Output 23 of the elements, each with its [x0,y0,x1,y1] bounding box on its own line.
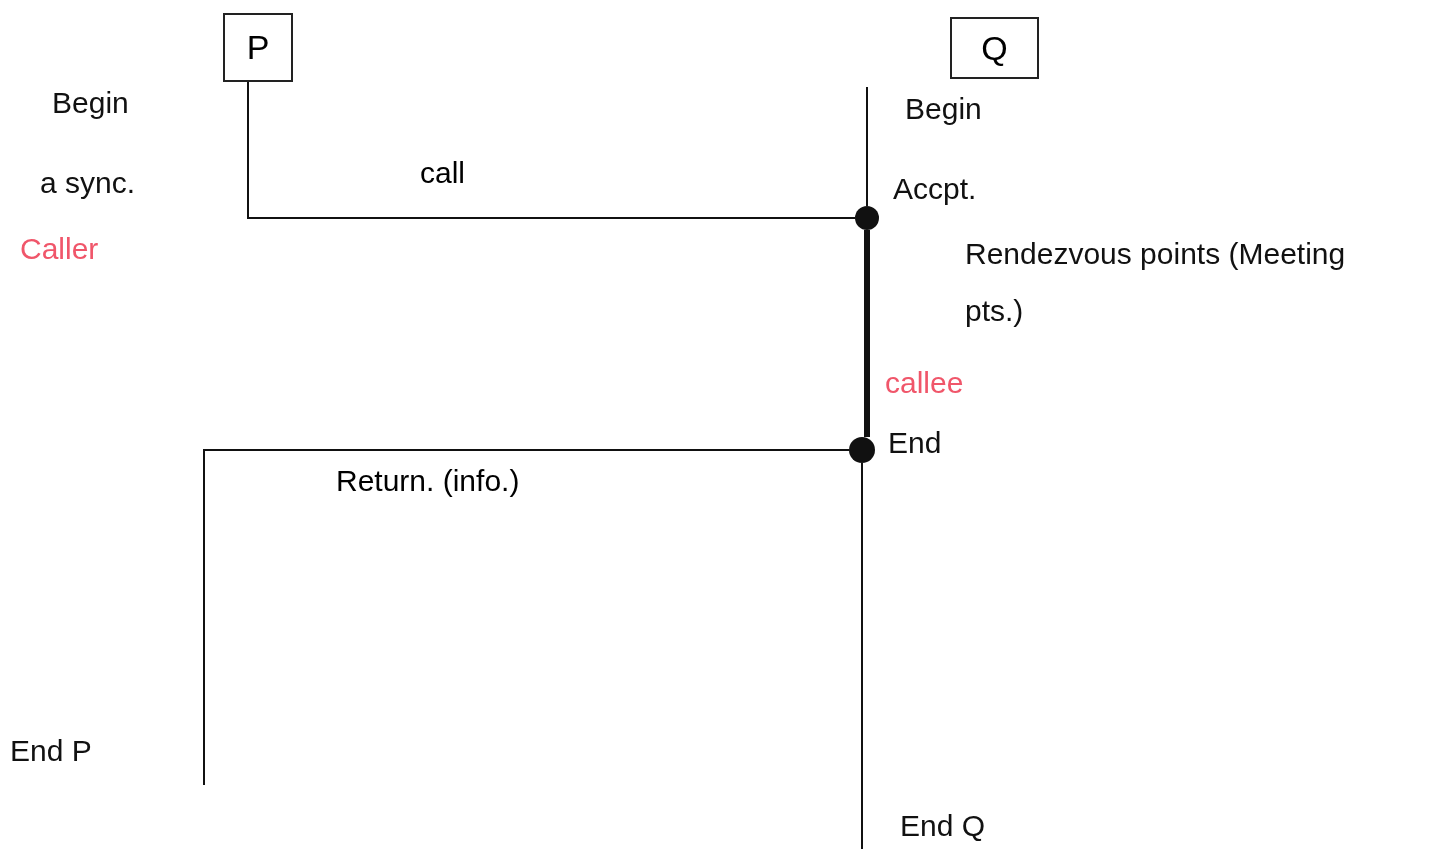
process-name: P [246,28,270,67]
edge-label: Return. (info.) [336,463,521,499]
connector-line [864,230,870,437]
note-label: a sync. [40,165,136,201]
role-label: Caller [20,231,99,267]
note-label: End Q [900,808,986,844]
role-label: callee [885,365,964,401]
note-label: Rendezvous points (Meeting pts.) [965,236,1347,329]
connector-line [247,81,856,219]
rendezvous-dot [849,437,875,463]
connector-line [861,462,863,849]
connector-line [866,86,868,207]
lifeline-box [223,13,293,82]
lifeline-box [950,17,1039,79]
note-label: Begin [905,91,982,127]
connector-line [203,449,850,786]
rendezvous-dot [855,206,879,230]
edge-label: call [420,155,466,191]
note-label: End P [10,733,92,769]
note-label: Begin [52,85,129,121]
note-label: Accpt. [893,171,977,207]
process-name: Q [981,28,1008,68]
note-label: End [888,425,942,461]
